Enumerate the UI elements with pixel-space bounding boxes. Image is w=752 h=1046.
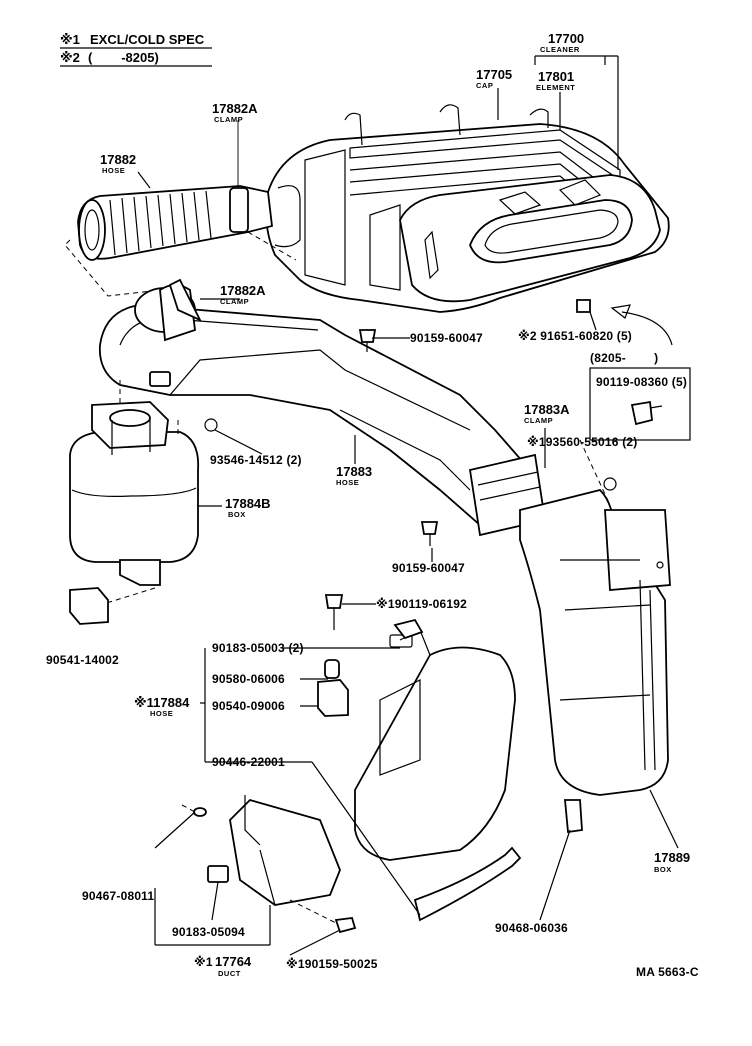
label-clamp-top-num: 17882A [212,101,258,116]
label-duct-mark: ※1 [194,955,213,969]
inset-range: (8205- ) [590,351,659,365]
note1-text: EXCL/COLD SPEC [90,32,205,47]
label-clamp-right-name: CLAMP [524,416,554,425]
label-nut-inset: ※2 91651-60820 (5) [518,329,633,343]
label-nut-a: 90183-05003 (2) [212,641,304,655]
lower-assembly [207,618,583,922]
label-cap-name: CAP [476,81,494,90]
label-hose-low-name: HOSE [150,709,174,718]
fasteners [168,278,617,934]
label-nut-b: 90183-05094 [172,925,245,939]
note2-mark: ※2 [60,50,80,65]
guide-dashed [181,804,196,813]
label-element-num: 17801 [538,69,575,84]
leader-lines [137,55,679,956]
label-hose-top-name: HOSE [102,166,126,175]
guide-dashed [64,239,161,297]
note2-text: ( -8205) [88,50,159,65]
cushion-part [69,587,109,625]
label-bolt-a: 90159-60047 [410,331,483,345]
label-collar: 90580-06006 [212,672,285,686]
label-clip-low: 90467-08011 [82,889,155,903]
box-17889 [519,489,671,796]
label-duct-num: 17764 [215,954,252,969]
label-band: 90446-22001 [212,755,285,769]
label-hose-mid-name: HOSE [336,478,360,487]
box-17884b [69,401,200,586]
label-cleaner-name: CLEANER [540,45,580,54]
label-clamp-mid-name: CLAMP [220,297,250,306]
label-clip-left: 93546-14512 (2) [210,453,302,467]
intake-hose [77,120,273,261]
label-box-right-name: BOX [654,865,672,874]
label-screw: ※190159-50025 [286,957,378,971]
label-bolt-b: 90159-60047 [392,561,465,575]
label-hose-low-num: ※117884 [134,695,190,710]
note1-mark: ※1 [60,32,80,47]
guide-dashed [247,231,297,261]
label-clamp-mid-num: 17882A [220,283,266,298]
label-element-name: ELEMENT [536,83,576,92]
label-cap-num: 17705 [476,67,513,82]
guide-dashed [289,899,341,926]
air-cleaner [265,104,670,313]
label-clamp-right-num: 17883A [524,402,570,417]
label-clip-box: 90468-06036 [495,921,568,935]
label-box-right-num: 17889 [654,850,691,865]
label-cushion: 90541-14002 [46,653,119,667]
inset-part: 90119-08360 (5) [596,375,688,389]
label-duct-name: DUCT [218,969,241,978]
label-bolt-c: ※190119-06192 [376,597,468,611]
label-hose-top-num: 17882 [100,152,137,167]
label-clamp-top-name: CLAMP [214,115,244,124]
label-hose-mid-num: 17883 [336,464,373,479]
label-box-left-num: 17884B [225,496,271,511]
label-cleaner-num: 17700 [548,31,585,46]
label-box-left-name: BOX [228,510,246,519]
label-grommet: 90540-09006 [212,699,285,713]
label-clip-right: ※193560-55016 (2) [527,435,638,449]
guide-dashed [99,587,156,606]
guide-dashed [579,439,611,506]
inset-frame [589,304,691,441]
diagram-reference: MA 5663-C [636,965,699,979]
